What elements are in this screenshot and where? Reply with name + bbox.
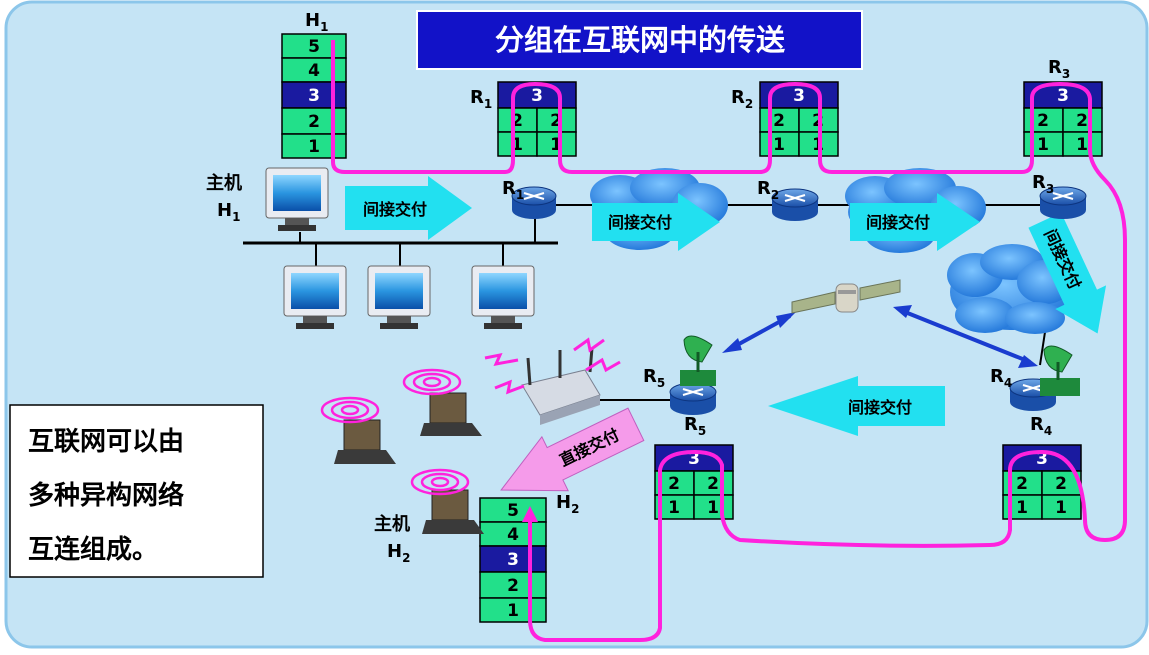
h1-protocol-stack: 5 4 3 2 1 [281,33,347,159]
svg-text:2: 2 [773,111,785,131]
r1-protocol-stack: 3 2 2 1 1 [497,81,577,157]
satellite-icon [791,279,901,314]
h1-layer-5: 5 [308,37,320,57]
svg-text:1: 1 [1016,498,1028,518]
page-title: 分组在互联网中的传送 [495,23,785,57]
router-r3-icon [1039,186,1087,219]
svg-text:间接交付: 间接交付 [866,213,930,232]
note-line-1: 互联网可以由 [28,427,184,457]
r4-stack-label: R4 [1030,414,1052,438]
svg-text:2: 2 [668,474,680,494]
wireless-rings-icons [320,368,470,496]
svg-text:间接交付: 间接交付 [608,213,672,232]
packet-path-arrowhead [522,506,538,522]
h1-stack-label: H1 [305,10,328,34]
svg-text:1: 1 [550,135,562,155]
svg-text:2: 2 [550,111,562,131]
h1-layer-1: 1 [308,137,320,157]
indirect-arrow-1: 间接交付 [345,176,472,240]
svg-text:2: 2 [1076,111,1088,131]
lan-computer-3-icon [471,265,535,329]
svg-text:1: 1 [707,498,719,518]
h2-layer-4: 4 [507,525,519,545]
router-r1-icon [511,186,557,219]
h2-layer-5: 5 [507,501,519,521]
h1-caption-top: 主机 [206,172,242,194]
laptop-1-icon [420,392,482,436]
lan-computer-1-icon [283,265,347,329]
r4-node-label: R4 [990,366,1012,390]
router-r2-icon [771,188,819,221]
svg-text:3: 3 [1036,449,1048,469]
r3-node-label: R3 [1032,172,1054,196]
svg-text:2: 2 [1016,474,1028,494]
r5-node-label: R5 [643,366,665,390]
h2-protocol-stack: 5 4 3 2 1 [479,497,547,623]
lan-bus [243,218,558,268]
wireless-signal-icons [484,337,621,395]
indirect-arrow-4: 间接交付 [768,376,945,436]
note-box: 互联网可以由 多种异构网络 互连组成。 [9,404,264,578]
svg-text:2: 2 [1037,111,1049,131]
svg-text:1: 1 [511,135,523,155]
svg-text:3: 3 [688,449,700,469]
h1-caption-bottom: H1 [217,200,240,224]
h2-caption-bottom: H2 [387,541,410,565]
h2-layer-2: 2 [507,576,519,596]
h1-layer-4: 4 [308,61,320,81]
h2-layer-3: 3 [507,550,519,570]
satellite-links [722,305,1038,368]
packet-path [331,40,1127,642]
laptop-2-icon [334,419,396,464]
svg-text:1: 1 [1055,498,1067,518]
satellite-dish-r5-icon [680,335,716,386]
svg-text:2: 2 [1055,474,1067,494]
note-line-3: 互连组成。 [28,534,158,565]
h2-caption-top: 主机 [374,513,410,535]
svg-text:1: 1 [1076,135,1088,155]
svg-text:间接交付: 间接交付 [848,398,912,417]
svg-text:3: 3 [793,86,805,106]
r2-node-label: R2 [757,178,779,202]
svg-text:1: 1 [1037,135,1049,155]
svg-text:间接交付: 间接交付 [363,200,427,219]
h1-layer-2: 2 [308,112,320,132]
r3-stack-label: R3 [1048,57,1070,81]
indirect-arrow-2: 间接交付 [592,193,720,251]
h2-layer-1: 1 [507,601,519,621]
r1-node-label: R1 [502,178,524,202]
host-h1-computer-icon [265,167,329,231]
access-point-icon [521,347,601,425]
r5-stack-label: R5 [684,414,706,438]
note-line-2: 多种异构网络 [28,480,184,511]
title-box: 分组在互联网中的传送 [416,10,863,70]
r1-stack-label: R1 [470,87,492,111]
r4-protocol-stack: 3 2 2 1 1 [1002,444,1082,520]
indirect-arrow-3: 间接交付 [850,193,980,251]
svg-text:3: 3 [1057,86,1069,106]
r2-protocol-stack: 3 2 2 1 1 [759,81,839,157]
svg-text:2: 2 [511,111,523,131]
svg-text:1: 1 [773,135,785,155]
r2-stack-label: R2 [731,87,753,111]
svg-text:1: 1 [668,498,680,518]
satellite-dish-r4-icon [1040,345,1080,396]
lan-computer-2-icon [367,265,431,329]
svg-text:3: 3 [531,86,543,106]
h1-layer-3: 3 [308,86,320,106]
h2-stack-label: H2 [556,492,579,516]
router-r5-icon [669,382,717,415]
svg-text:2: 2 [707,474,719,494]
diagram-panel [4,0,1149,649]
